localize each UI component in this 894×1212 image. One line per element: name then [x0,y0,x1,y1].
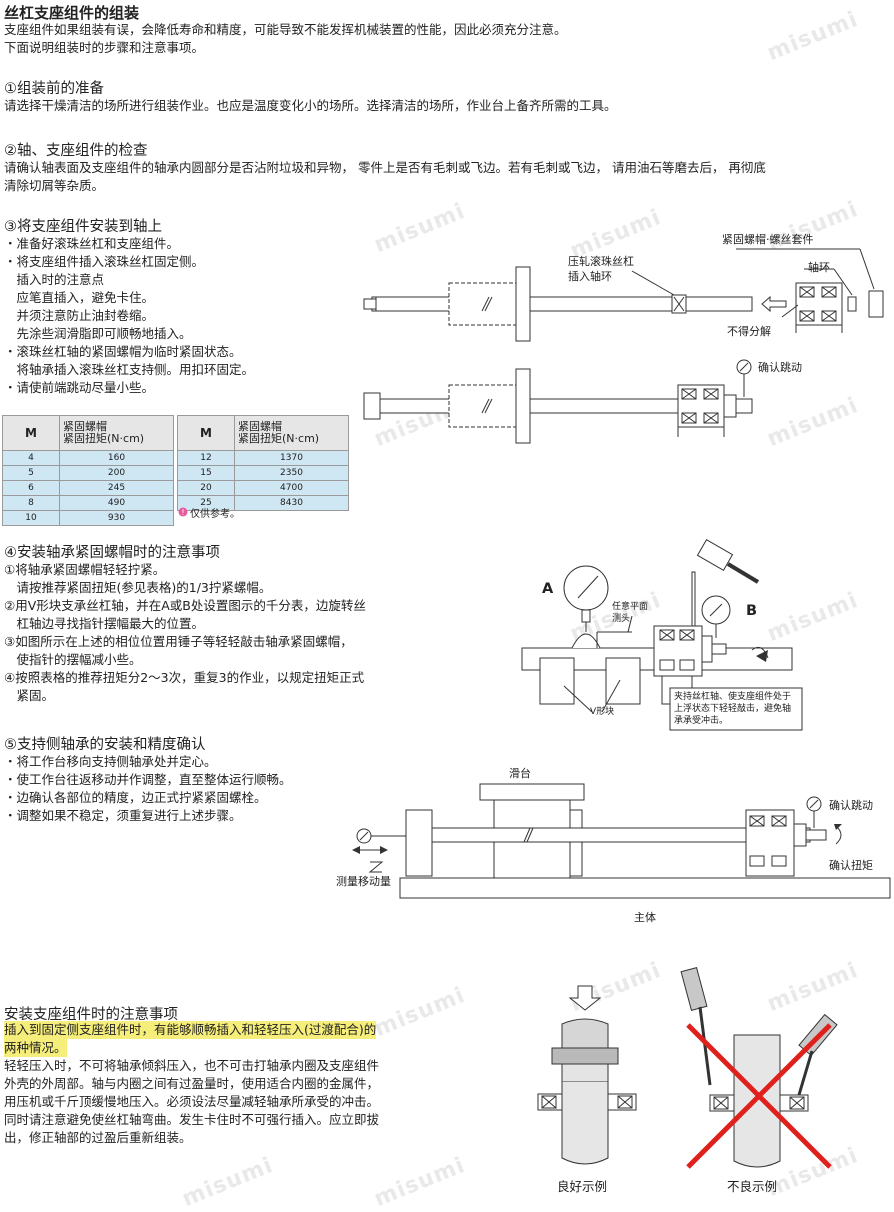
section-heading: 安装支座组件时的注意事项 [4,1007,178,1023]
section-text: 请按推荐紧固扭矩(参见表格)的1/3拧紧螺帽。 [4,580,272,595]
note-line: 承承受冲击。 [674,716,729,726]
section-text: ④按照表格的推荐扭矩分2～3次，重复3的作业，以规定扭矩正式 [4,670,365,685]
bad-example-label: 不良示例 [727,1179,778,1194]
note-line: 夹持丝杠轴、使支座组件处于 [674,692,792,702]
section-text: 并须注意防止油封卷缩。 [4,308,155,323]
section-text: 轻轻压入时，不可将轴承倾斜压入，也不可击打轴承内圈及支座组件 [4,1058,380,1073]
label-check-runout: 确认跳动 [758,361,802,374]
section-text: 请确认轴表面及支座组件的轴承内圆部分是否沾附垃圾和异物， 零件上是否有毛刺或飞边… [4,160,766,175]
dial-gauge-diagram [521,539,803,731]
label-press-fit: 插入轴环 [568,270,612,283]
label-probe: 任意平面 [612,602,649,612]
section-text: ・使工作台往返移动并作调整，直至整体运行顺畅。 [4,772,292,787]
col-torque: 紧固螺帽紧固扭矩(N·cm) [234,415,349,451]
section-text: ・边确认各部位的精度，边正式拧紧紧固螺栓。 [4,790,267,805]
highlight-text: 两种情况。 [4,1039,67,1057]
section-heading: ①组装前的准备 [4,81,104,97]
section-text: ・将支座组件插入滚珠丝杠固定侧。 [4,254,205,269]
label-probe: 测头 [612,614,631,624]
section-heading: ⑤支持侧轴承的安装和精度确认 [4,737,206,753]
shaft-assembly-diagram [363,248,884,444]
watermark: misumi [370,1152,469,1212]
section-heading: ②轴、支座组件的检查 [4,143,148,159]
section-text: ・准备好滚珠丝杠和支座组件。 [4,236,180,251]
label-body: 主体 [634,911,656,924]
page-title: 丝杠支座组件的组装 [4,4,140,22]
section-text: 杠轴边寻找指针摆幅最大的位置。 [4,616,205,631]
section-text: 同时请注意避免使丝杠轴弯曲。发生卡住时不可强行插入。应立即拔 [4,1112,380,1127]
section-text: ②用V形块支承丝杠轴，并在A或B处设置图示的千分表，边旋转丝 [4,598,366,613]
col-m: M [2,415,60,451]
label-no-disassemble: 不得分解 [727,325,771,338]
col-m: M [177,415,235,451]
section-text: 请选择干燥清洁的场所进行组装作业。也应是温度变化小的场所。选择清洁的场所，作业台… [4,98,617,113]
section-text: 用压机或千斤顶缓慢地压入。必须设法尽量减轻轴承所承受的冲击。 [4,1094,380,1109]
label-check-torque: 确认扭矩 [829,859,873,872]
section-text: ・请使前端跳动尽量小些。 [4,380,155,395]
note-line: 上浮状态下轻轻敲击，避免轴 [674,704,792,714]
label-vblock: V形块 [590,707,615,717]
label-collar: 轴环 [808,261,830,274]
label-slide: 滑台 [509,767,531,780]
col-torque: 紧固螺帽紧固扭矩(N·cm) [59,415,174,451]
section-text: ・滚珠丝杠轴的紧固螺帽为临时紧固状态。 [4,344,242,359]
bad-example-illustration [680,966,838,1169]
alignment-diagram [352,783,891,899]
section-text: 使指针的摆幅减小些。 [4,652,142,667]
highlight-text: 插入到固定侧支座组件时，有能够顺畅插入和轻轻压入(过渡配合)的 [4,1021,377,1039]
section-text: ・将工作台移向支持侧轴承处并定心。 [4,754,217,769]
note-icon: ! [178,507,188,517]
label-measure: 测量移动量 [336,875,391,888]
section-text: ③如图所示在上述的相位位置用锤子等轻轻敲击轴承紧固螺帽， [4,634,353,649]
label-locknut-set: 紧固螺帽·螺丝套件 [722,233,814,246]
intro-line: 下面说明组装时的步骤和注意事项。 [4,40,205,55]
intro-line: 支座组件如果组装有误，会降低寿命和精度，可能导致不能发挥机械装置的性能，因此必须… [4,22,567,37]
watermark: misumi [763,6,862,67]
table-note: 仅供参考。 [190,509,240,520]
good-example-label: 良好示例 [557,1179,608,1194]
label-b: B [746,603,758,619]
section-text: ①将轴承紧固螺帽轻轻拧紧。 [4,562,166,577]
section-text: 出，修正轴部的过盈后重新组装。 [4,1130,192,1145]
label-press-fit: 压轧滚珠丝杠 [568,255,634,268]
section-heading: ③将支座组件安装到轴上 [4,219,162,235]
watermark: misumi [178,1152,277,1212]
section-text: 清除切屑等杂质。 [4,178,105,193]
section-text: ・调整如果不稳定，须重复进行上述步骤。 [4,808,242,823]
svg-text:!: ! [181,508,184,517]
section-text: 将轴承插入滚珠丝杠支持侧。用扣环固定。 [4,362,255,377]
section-heading: ④安装轴承紧固螺帽时的注意事项 [4,545,220,561]
section-text: 应笔直插入，避免卡住。 [4,290,155,305]
watermark: misumi [370,982,469,1043]
label-check-runout: 确认跳动 [829,799,873,812]
good-example-illustration [537,985,637,1165]
label-a: A [542,581,554,597]
section-text: 先涂些润滑脂即可顺畅地插入。 [4,326,192,341]
section-text: 紧固。 [4,688,55,703]
section-text: 插入时的注意点 [4,272,105,287]
section-text: 外壳的外周部。轴与内圈之间有过盈量时，使用适合内圈的金属件， [4,1076,380,1091]
